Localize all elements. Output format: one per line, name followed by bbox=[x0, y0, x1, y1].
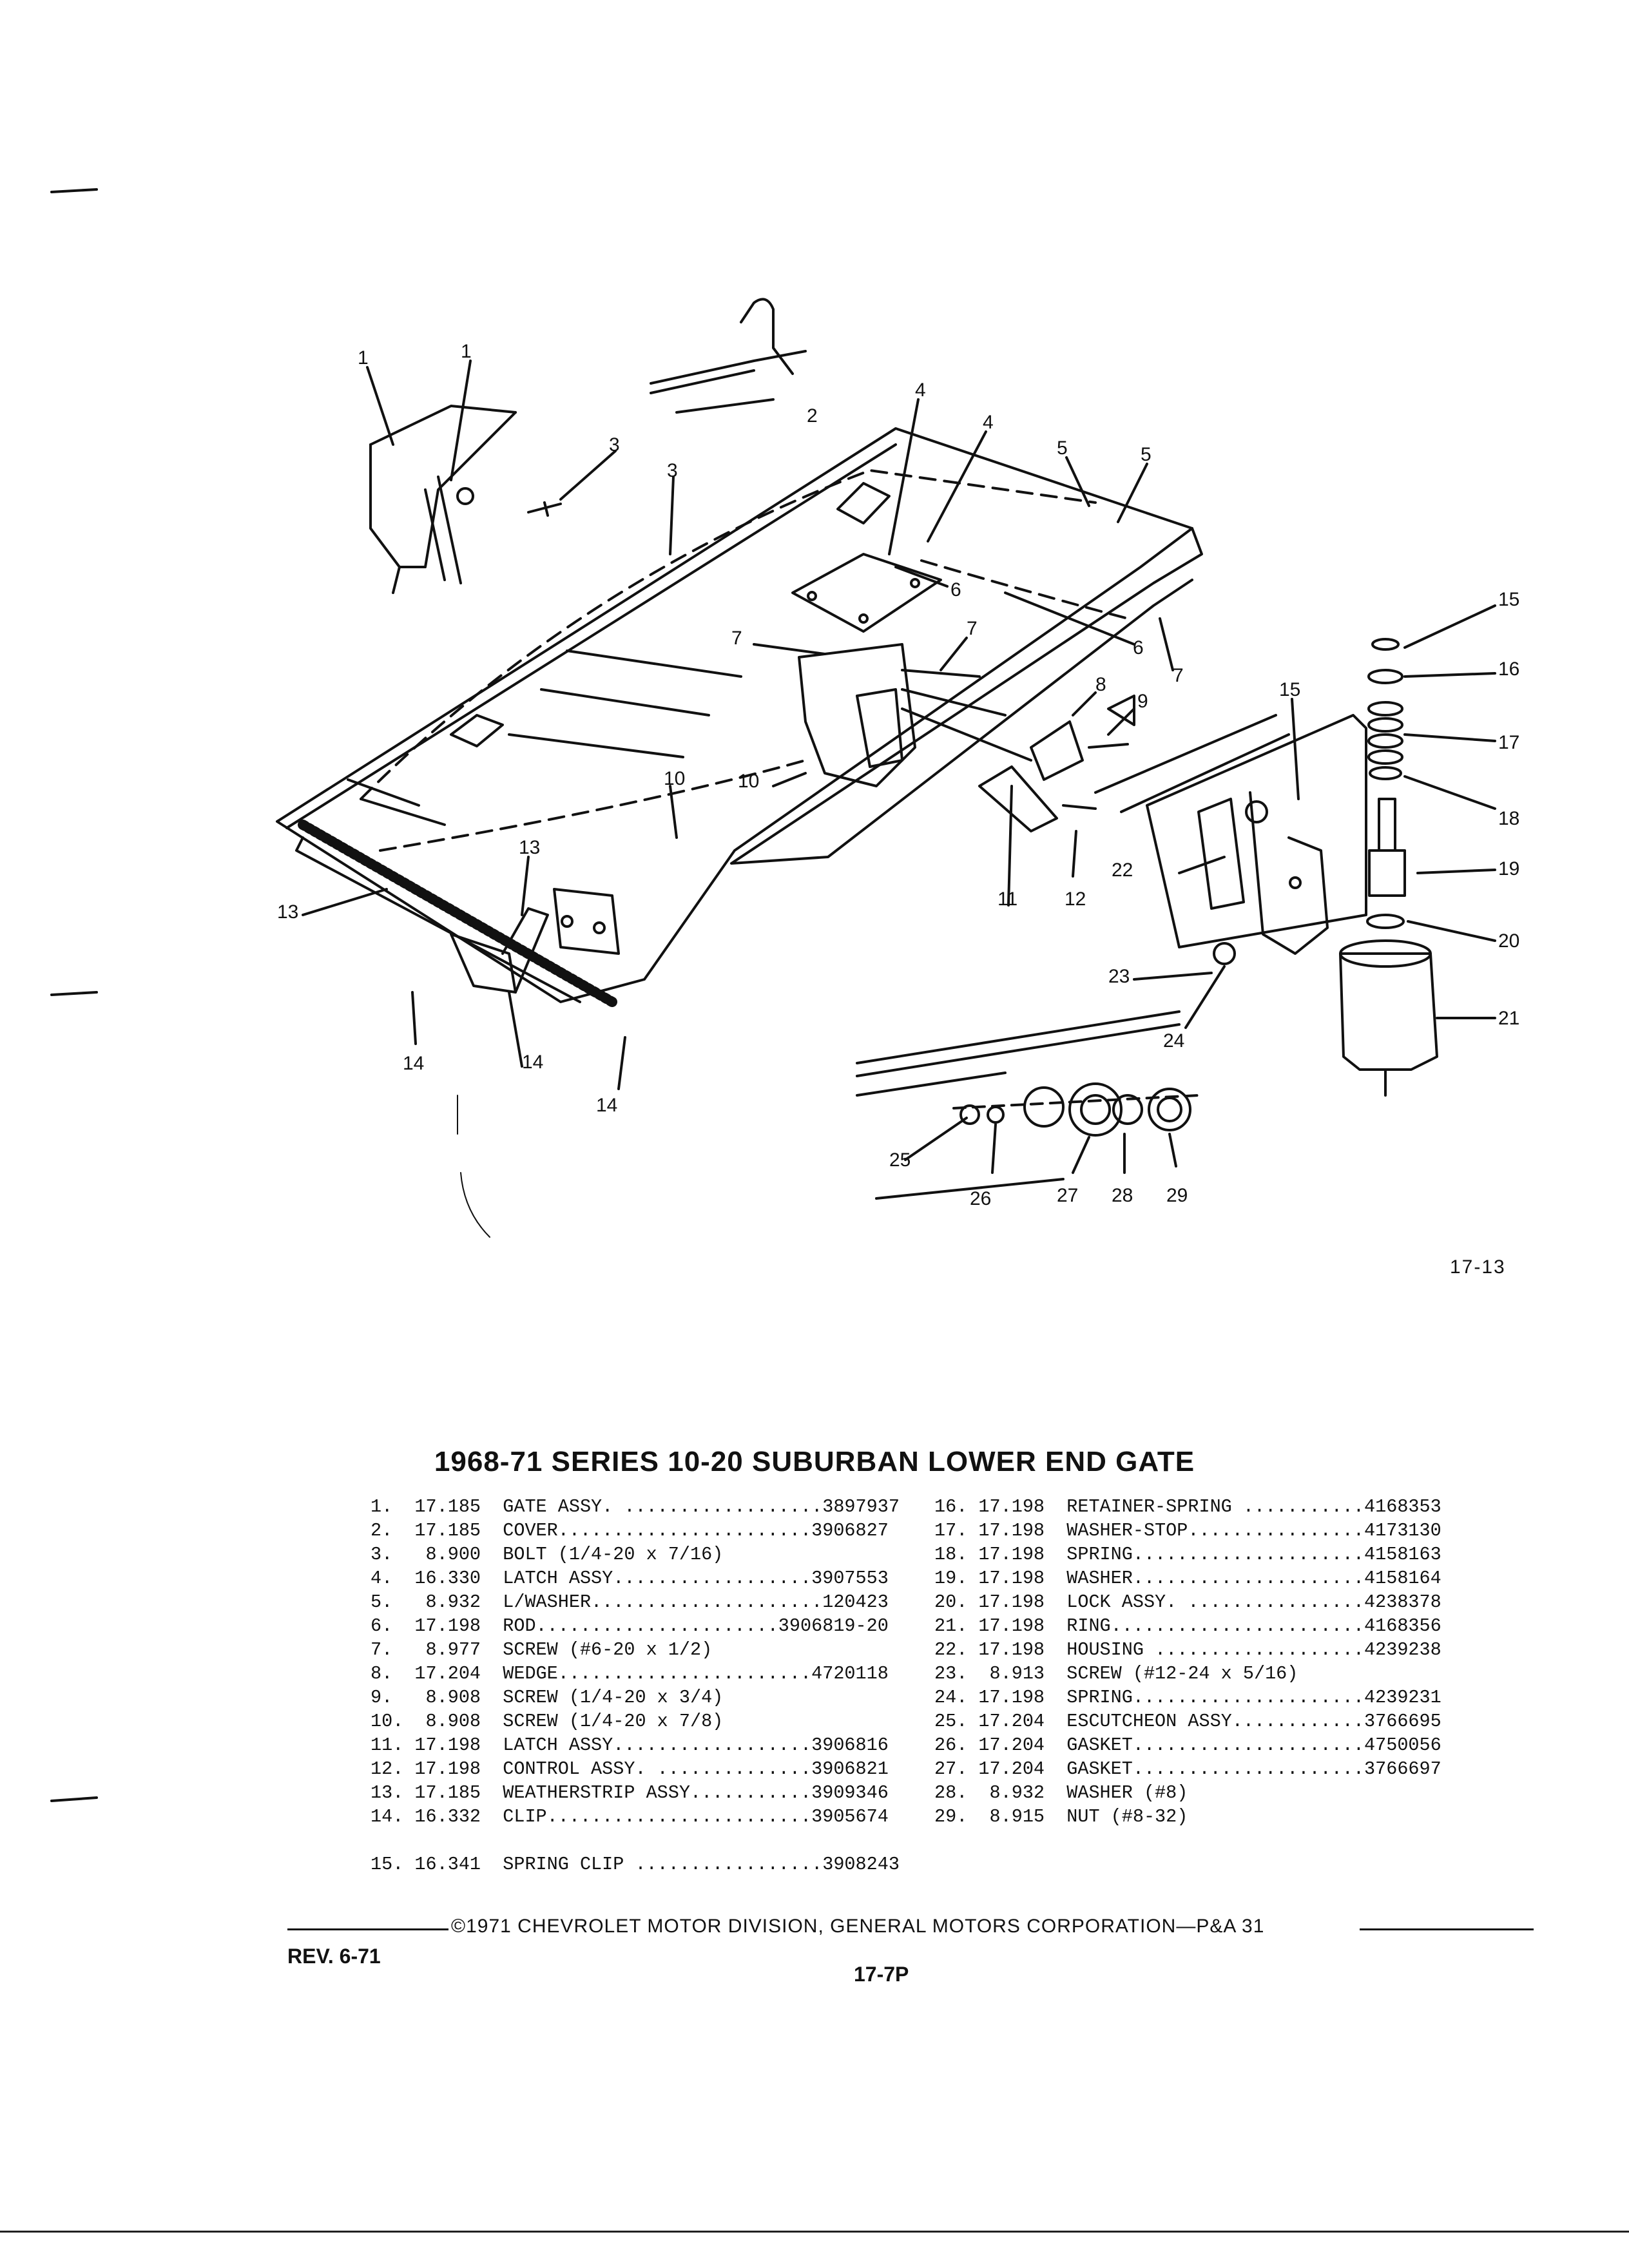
part-row: 24. 17.198 SPRING.....................42… bbox=[934, 1687, 1441, 1708]
callout-20: 19 bbox=[1498, 858, 1519, 879]
callout-28: 26 bbox=[970, 1188, 991, 1209]
part-row: 21. 17.198 RING.......................41… bbox=[934, 1615, 1441, 1637]
callout-1: 1 bbox=[358, 347, 369, 369]
part-row: 14. 16.332 CLIP........................3… bbox=[371, 1806, 889, 1827]
callout-7: 14 bbox=[596, 1095, 617, 1116]
part-row: 7. 8.977 SCREW (#6-20 x 1/2) bbox=[371, 1639, 713, 1660]
part-row: 22. 17.198 HOUSING ...................42… bbox=[934, 1639, 1441, 1660]
figure-id: 17-13 bbox=[1450, 1256, 1506, 1278]
callout-14: 13 bbox=[519, 837, 540, 858]
revision-label: REV. 6-71 bbox=[287, 1945, 381, 1968]
parts-list-right: 16. 17.198 RETAINER-SPRING ...........41… bbox=[934, 1495, 1441, 1829]
part-row: 6. 17.198 ROD......................39068… bbox=[371, 1615, 889, 1637]
part-row: 23. 8.913 SCREW (#12-24 x 5/16) bbox=[934, 1663, 1298, 1684]
callout-labels: 1 1 2 3 3 4 4 5 5 6 6 7 7 7 8 9 10 10 11… bbox=[277, 341, 1519, 1209]
part-row: 12. 17.198 CONTROL ASSY. ..............3… bbox=[371, 1758, 889, 1780]
part-row: 3. 8.900 BOLT (1/4-20 x 7/16) bbox=[371, 1544, 724, 1565]
callout-14: 2 bbox=[807, 405, 818, 427]
part-row: 13. 17.185 WEATHERSTRIP ASSY...........3… bbox=[371, 1782, 889, 1803]
callout-18: 17 bbox=[1498, 732, 1519, 753]
callout-4: 5 bbox=[1141, 444, 1152, 465]
callout-5: 6 bbox=[950, 579, 961, 601]
footer-rule-right bbox=[1360, 1928, 1534, 1930]
callout-15: 23 bbox=[1108, 966, 1130, 987]
part-row: 10. 8.908 SCREW (1/4-20 x 7/8) bbox=[371, 1711, 724, 1732]
part-row: 28. 8.932 WASHER (#8) bbox=[934, 1782, 1188, 1803]
callout-22: 21 bbox=[1498, 1008, 1519, 1029]
callout-5: 7 bbox=[731, 628, 742, 649]
callout-13: 13 bbox=[277, 901, 298, 923]
clip-detail bbox=[650, 298, 807, 414]
part-row: 19. 17.198 WASHER.....................41… bbox=[934, 1568, 1441, 1589]
part-row: 4. 16.330 LATCH ASSY..................39… bbox=[371, 1568, 889, 1589]
part-row: 29. 8.915 NUT (#8-32) bbox=[934, 1806, 1188, 1827]
part-row: 5. 8.932 L/WASHER.....................12… bbox=[371, 1591, 889, 1613]
bottom-rule bbox=[0, 2231, 1629, 2233]
callout-12: 10 bbox=[738, 771, 759, 792]
callout-13: 1 bbox=[461, 341, 472, 362]
callout-21: 20 bbox=[1498, 930, 1519, 952]
lock-cylinder-stack bbox=[1339, 638, 1438, 1097]
callout-26: 28 bbox=[1112, 1185, 1133, 1206]
callout-3: 4 bbox=[983, 412, 994, 433]
callout-14: 5 bbox=[1057, 437, 1068, 459]
part-row: 26. 17.204 GASKET.....................47… bbox=[934, 1735, 1441, 1756]
tailgate-body bbox=[276, 427, 1203, 1007]
callout-10: 14 bbox=[403, 1053, 424, 1074]
part-row: 16. 17.198 RETAINER-SPRING ...........41… bbox=[934, 1496, 1441, 1517]
callout-10: 12 bbox=[1065, 889, 1086, 910]
callout-15: 15 bbox=[1279, 679, 1300, 700]
part-row: 17. 17.198 WASHER-STOP................41… bbox=[934, 1520, 1441, 1541]
part-row: 11. 17.198 LATCH ASSY..................3… bbox=[371, 1735, 889, 1756]
callout-7: 3 bbox=[609, 434, 620, 456]
callout-17: 16 bbox=[1498, 658, 1519, 680]
part-row: 8. 17.204 WEDGE.......................47… bbox=[371, 1663, 889, 1684]
callout-4: 14 bbox=[522, 1052, 543, 1073]
callout-2: 4 bbox=[915, 380, 926, 401]
page-title: 1968-71 SERIES 10-20 SUBURBAN LOWER END … bbox=[434, 1446, 1195, 1477]
part-row: 20. 17.198 LOCK ASSY. ................42… bbox=[934, 1591, 1441, 1613]
callout-29: 25 bbox=[889, 1149, 911, 1171]
callout-27: 27 bbox=[1057, 1185, 1078, 1206]
footer-rule-left bbox=[287, 1928, 448, 1930]
callout-25: 29 bbox=[1166, 1185, 1188, 1206]
control-assembly bbox=[798, 643, 1135, 832]
callout-19: 18 bbox=[1498, 808, 1519, 829]
part-row-15: 15. 16.341 SPRING CLIP .................… bbox=[371, 1854, 900, 1875]
lock-detail bbox=[1094, 714, 1367, 965]
callout-11: 11 bbox=[998, 889, 1017, 910]
part-row: 18. 17.198 SPRING.....................41… bbox=[934, 1544, 1441, 1565]
callout-6: 10 bbox=[664, 768, 685, 789]
part-row: 2. 17.185 COVER.......................39… bbox=[371, 1520, 889, 1541]
pillar-detail bbox=[369, 405, 562, 594]
callout-1: 3 bbox=[667, 460, 678, 481]
part-row: 25. 17.204 ESCUTCHEON ASSY............37… bbox=[934, 1711, 1441, 1732]
callout-7: 7 bbox=[1173, 665, 1184, 686]
page-code: 17-7P bbox=[854, 1963, 909, 1986]
copyright-line: ©1971 CHEVROLET MOTOR DIVISION, GENERAL … bbox=[451, 1916, 1265, 1937]
callout-8: 8 bbox=[1095, 674, 1106, 695]
parts-list-left: 1. 17.185 GATE ASSY. ..................3… bbox=[371, 1495, 900, 1829]
part-row: 1. 17.185 GATE ASSY. ..................3… bbox=[371, 1496, 900, 1517]
callout-9: 9 bbox=[1137, 691, 1148, 712]
callout-3: 7 bbox=[967, 618, 978, 639]
callout-24: 22 bbox=[1112, 860, 1133, 881]
part-row: 27. 17.204 GASKET.....................37… bbox=[934, 1758, 1441, 1780]
callout-6: 6 bbox=[1133, 637, 1144, 658]
callout-23: 24 bbox=[1163, 1030, 1184, 1052]
cover-plate bbox=[791, 553, 942, 633]
callout-16: 15 bbox=[1498, 589, 1519, 610]
escutcheon-detail bbox=[856, 1010, 1200, 1200]
part-row: 9. 8.908 SCREW (1/4-20 x 3/4) bbox=[371, 1687, 724, 1708]
